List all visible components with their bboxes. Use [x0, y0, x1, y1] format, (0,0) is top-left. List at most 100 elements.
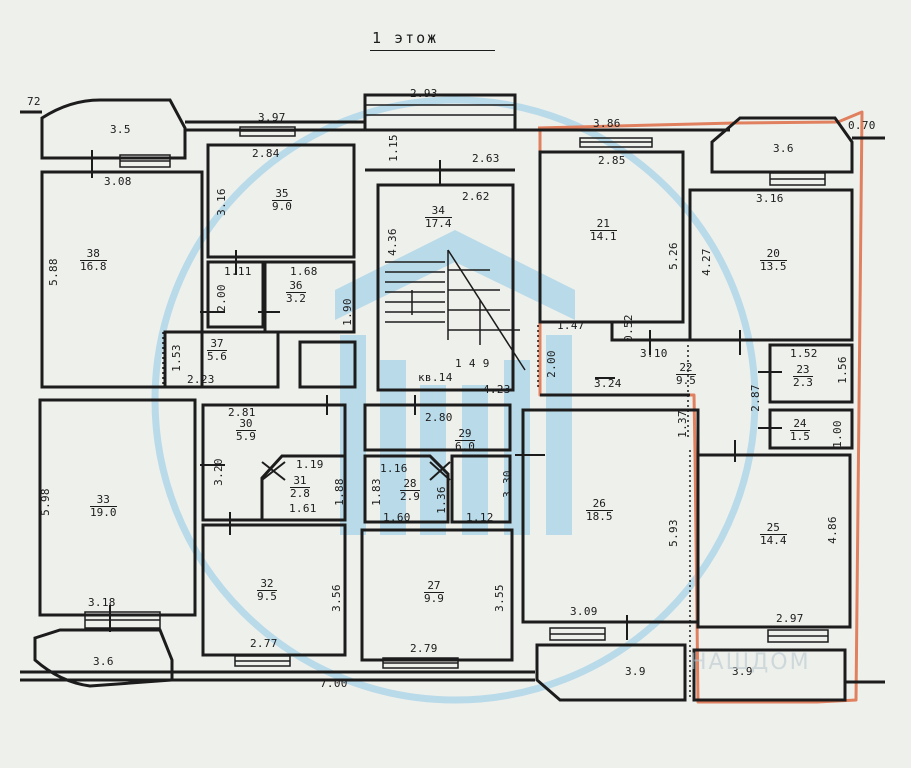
room-area: 9.9 — [424, 592, 444, 605]
dim-label: кв.14 — [418, 371, 453, 384]
room-number: 31 — [290, 475, 310, 488]
dim-label: 1.83 — [369, 478, 383, 506]
dim-label: 1.12 — [466, 511, 494, 524]
door-marks — [91, 150, 782, 640]
dim-label: 4.27 — [699, 248, 713, 276]
dim-label: 3.9 — [625, 665, 646, 678]
room-number: 29 — [455, 428, 475, 441]
dim-label: 1.19 — [296, 458, 324, 471]
dim-label: 1.88 — [332, 478, 346, 506]
room-area: 13.5 — [760, 260, 787, 273]
floor-title: 1 этож — [372, 29, 439, 47]
room-area: 5.9 — [236, 430, 256, 443]
dim-label: 7.00 — [320, 677, 348, 690]
room-area: 14.4 — [760, 534, 787, 547]
watermark-logo — [151, 96, 759, 704]
dim-label: 0.70 — [848, 119, 876, 132]
dim-label: 4.86 — [825, 516, 839, 544]
dim-label: 1.61 — [289, 502, 317, 515]
dim-label: 4.23 — [483, 383, 511, 396]
dim-label: 3.18 — [88, 596, 116, 609]
dim-label: 2.00 — [544, 350, 558, 378]
dim-label: 1.47 — [557, 319, 585, 332]
dim-label: 3.16 — [756, 192, 784, 205]
dim-label: 3.24 — [594, 377, 622, 390]
dim-label: 1.16 — [380, 462, 408, 475]
room-area: 9.5 — [676, 374, 696, 387]
title-underline — [370, 50, 495, 51]
dim-label: 2.97 — [776, 612, 804, 625]
dim-label: 3.97 — [258, 111, 286, 124]
room-area: 3.2 — [286, 292, 306, 305]
room-number: 27 — [424, 580, 444, 593]
dim-label: 5.93 — [666, 519, 680, 547]
dim-label: 3.56 — [329, 584, 343, 612]
dim-label: 3.86 — [593, 117, 621, 130]
dim-label: 3.9 — [732, 665, 753, 678]
dim-label: 1.52 — [790, 347, 818, 360]
dim-label: 2.00 — [214, 284, 228, 312]
room-number: 32 — [257, 578, 277, 591]
room-number: 33 — [90, 494, 117, 507]
dim-label: 2.87 — [748, 384, 762, 412]
dim-label: 1.56 — [835, 356, 849, 384]
dim-label: 1.15 — [386, 134, 400, 162]
room-area: 9.0 — [272, 200, 292, 213]
room-area: 2.8 — [290, 487, 310, 500]
dim-label: 2.84 — [252, 147, 280, 160]
dim-label: 3.09 — [570, 605, 598, 618]
dim-label: 3.55 — [492, 584, 506, 612]
dim-label: 1.11 — [224, 265, 252, 278]
dim-label: 2.93 — [410, 87, 438, 100]
dim-label: 3.08 — [104, 175, 132, 188]
dim-label: 5.88 — [46, 258, 60, 286]
dim-label: 72 — [27, 95, 41, 108]
dim-label: 1.00 — [830, 420, 844, 448]
room-area: 19.0 — [90, 506, 117, 519]
room-area: 9.5 — [257, 590, 277, 603]
dim-label: 3.5 — [110, 123, 131, 136]
room-area: 17.4 — [425, 217, 452, 230]
room-area: 2.3 — [793, 376, 813, 389]
dim-label: 2.62 — [462, 190, 490, 203]
room-area: 1.5 — [790, 430, 810, 443]
dim-label: 1.37 — [675, 410, 689, 438]
dim-label: 2.80 — [425, 411, 453, 424]
dim-label: 3.6 — [773, 142, 794, 155]
room-number: 21 — [590, 218, 617, 231]
dim-label: 1.60 — [383, 511, 411, 524]
dim-label: 1.53 — [169, 344, 183, 372]
room-number: 24 — [790, 418, 810, 431]
dim-label: 3.6 — [93, 655, 114, 668]
room-area: 16.8 — [80, 260, 107, 273]
room-number: 20 — [760, 248, 787, 261]
room-number: 34 — [425, 205, 452, 218]
dim-label: 1.36 — [434, 486, 448, 514]
dim-label: 2.85 — [598, 154, 626, 167]
room-number: 26 — [586, 498, 613, 511]
dim-label: 2.23 — [187, 373, 215, 386]
room-number: 38 — [80, 248, 107, 261]
dim-label: 4.36 — [385, 228, 399, 256]
dotted-openings — [162, 325, 691, 700]
dim-label: 0.52 — [621, 314, 635, 342]
windows — [84, 126, 829, 669]
dim-label: 1.68 — [290, 265, 318, 278]
